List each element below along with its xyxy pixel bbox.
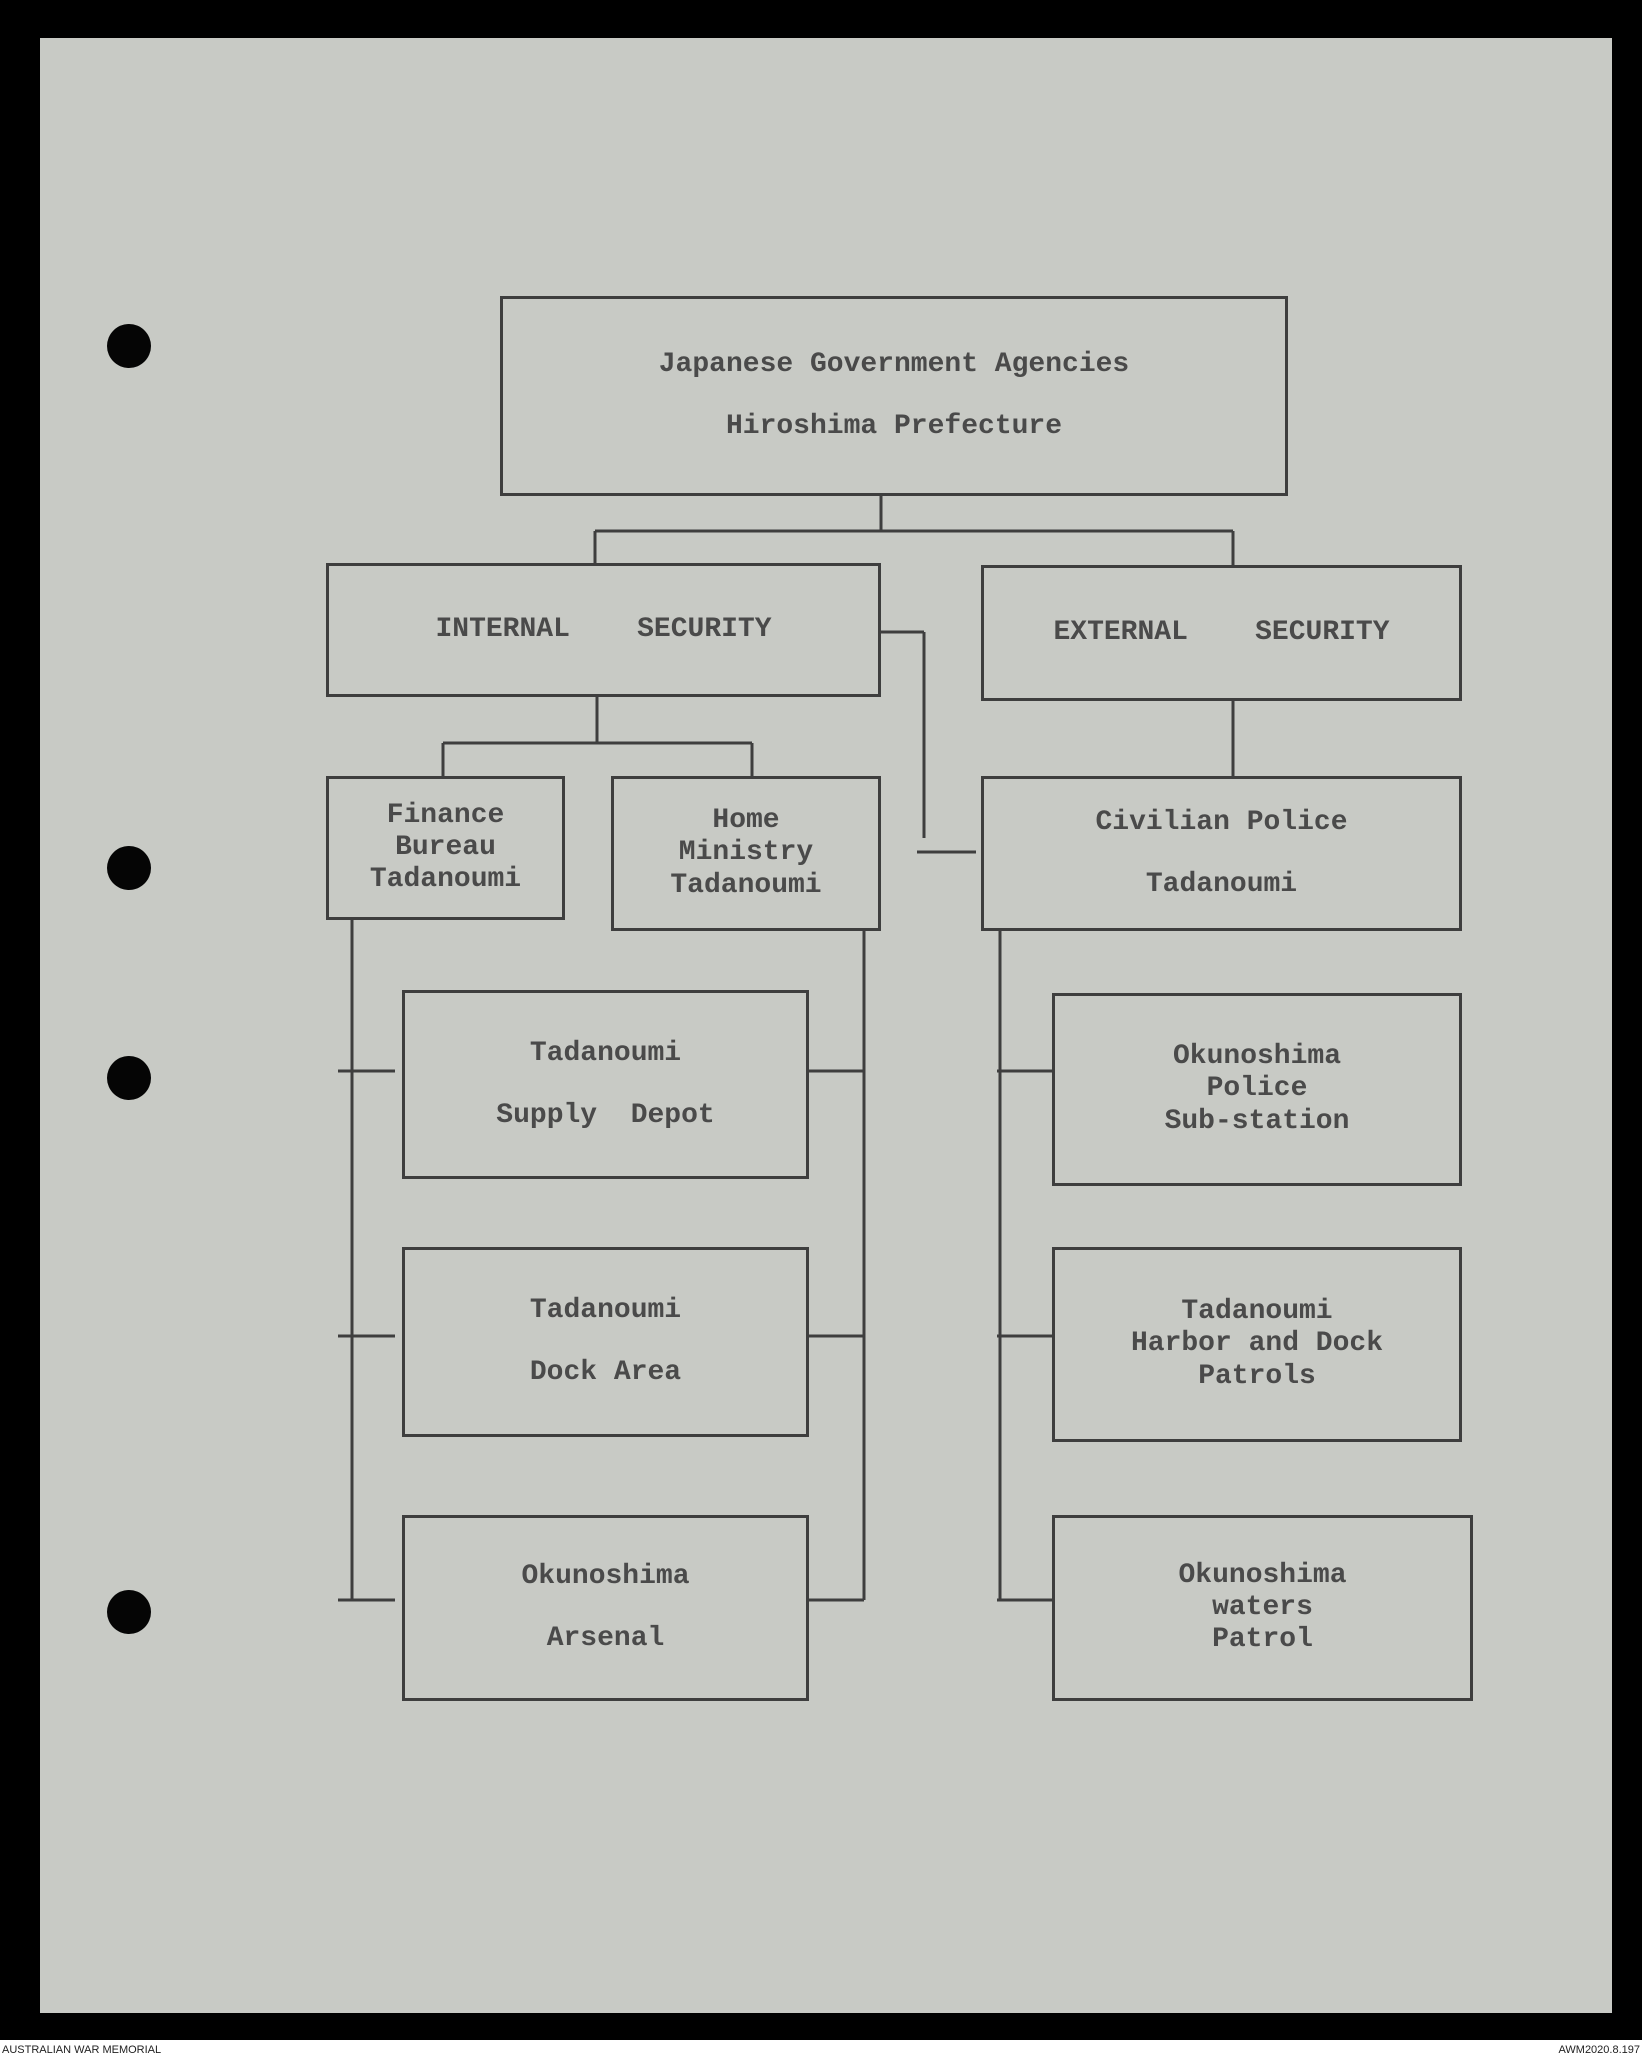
box-text: Okunoshima <box>521 1561 690 1593</box>
box-harbor-dock-patrols: Tadanoumi Harbor and Dock Patrols <box>1052 1247 1462 1442</box>
box-text: Tadanoumi <box>670 869 822 901</box>
box-arsenal: Okunoshima Arsenal <box>402 1515 809 1701</box>
punch-hole <box>107 846 151 890</box>
box-text: Supply Depot <box>496 1099 715 1131</box>
box-text: Finance <box>386 799 505 831</box>
box-text: Tadanoumi <box>529 1295 682 1327</box>
box-text: Tadanoumi <box>1181 1296 1333 1328</box>
box-text: INTERNAL SECURITY <box>435 613 772 645</box>
box-civilian-police: Civilian Police Tadanoumi <box>981 776 1462 931</box>
box-text: Japanese Government Agencies <box>658 349 1130 381</box>
footer: AUSTRALIAN WAR MEMORIAL AWM2020.8.197 <box>0 2040 1642 2061</box>
box-text: Okunoshima <box>1178 1559 1347 1591</box>
box-text: EXTERNAL SECURITY <box>1053 616 1390 648</box>
box-internal-security: INTERNAL SECURITY <box>326 563 881 697</box>
box-supply-depot: Tadanoumi Supply Depot <box>402 990 809 1179</box>
footer-accession-number: AWM2020.8.197 <box>1558 2044 1640 2056</box>
box-waters-patrol: Okunoshima waters Patrol <box>1052 1515 1473 1701</box>
box-government-agencies: Japanese Government Agencies Hiroshima P… <box>500 296 1288 496</box>
box-text: Ministry <box>678 837 814 869</box>
punch-hole <box>107 1056 151 1100</box>
footer-credit: AUSTRALIAN WAR MEMORIAL <box>2 2044 162 2056</box>
box-text: Patrols <box>1198 1360 1316 1392</box>
document-page <box>40 38 1612 2013</box>
box-text: Patrol <box>1212 1624 1313 1656</box>
box-home-ministry: Home Ministry Tadanoumi <box>611 776 881 931</box>
box-text: Civilian Police <box>1095 806 1348 838</box>
box-text: Arsenal <box>546 1623 665 1654</box>
punch-hole <box>107 324 151 368</box>
punch-hole <box>107 1590 151 1634</box>
box-text: Dock Area <box>529 1357 682 1388</box>
box-finance-bureau: Finance Bureau Tadanoumi <box>326 776 565 920</box>
box-text: waters <box>1212 1591 1313 1623</box>
box-dock-area: Tadanoumi Dock Area <box>402 1247 809 1437</box>
box-external-security: EXTERNAL SECURITY <box>981 565 1462 701</box>
box-text: Tadanoumi <box>529 1037 682 1069</box>
box-text: Police <box>1206 1073 1308 1105</box>
box-text: Home <box>712 805 780 837</box>
box-text: Tadanoumi <box>1145 868 1298 900</box>
box-police-substation: Okunoshima Police Sub-station <box>1052 993 1462 1186</box>
box-text: Harbor and Dock <box>1130 1328 1384 1360</box>
box-text: Sub-station <box>1164 1105 1350 1137</box>
box-text: Tadanoumi <box>369 864 522 896</box>
box-text: Hiroshima Prefecture <box>725 411 1063 442</box>
box-text: Okunoshima <box>1172 1041 1342 1073</box>
box-text: Bureau <box>395 831 496 863</box>
